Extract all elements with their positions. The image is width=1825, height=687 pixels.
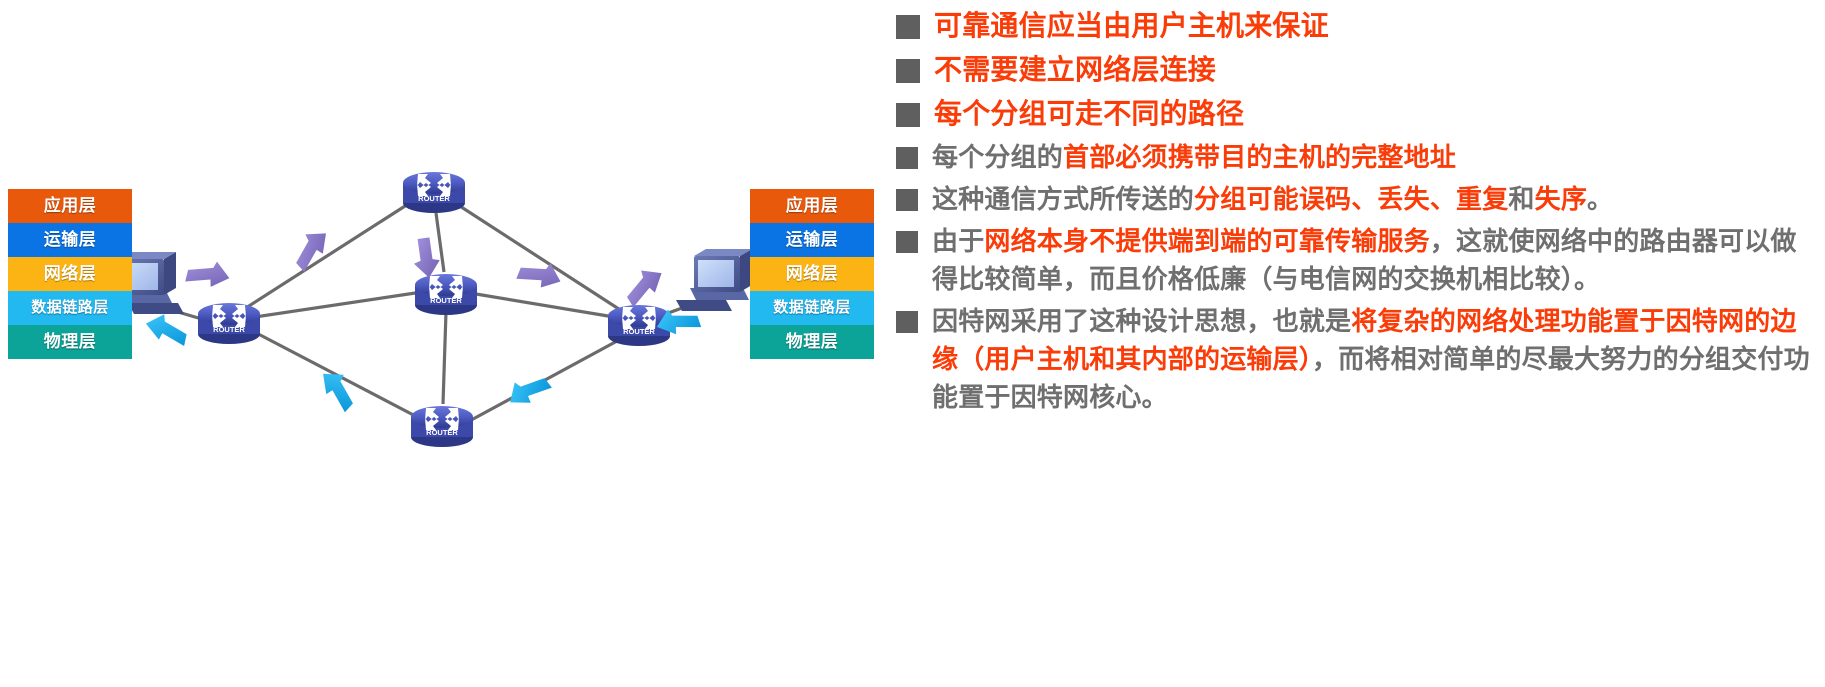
bullet-text: 每个分组可走不同的路径	[934, 94, 1815, 134]
packet-arrow-cyan-right	[656, 309, 702, 335]
bullet-marker-icon	[896, 103, 920, 127]
stack-layer-network: 网络层	[8, 257, 132, 291]
router-bottom: ROUTER	[411, 406, 473, 447]
bullet-marker-icon	[896, 15, 920, 39]
bullet-marker-icon	[896, 189, 918, 211]
bullet-text-highlight: 首部必须携带目的主机的完整地址	[1063, 142, 1457, 172]
host-b-protocol-stack: 应用层 运输层 网络层 数据链路层 物理层	[750, 189, 874, 359]
router-label: ROUTER	[213, 325, 245, 334]
bullet-text-normal: 由于	[932, 226, 985, 256]
bullet-text: 这种通信方式所传送的分组可能误码、丢失、重复和失序。	[932, 180, 1815, 218]
bullet-text-highlight: 失序	[1534, 184, 1588, 214]
bullet-text-normal: 。	[1587, 184, 1614, 214]
bullet-2: 不需要建立网络层连接	[884, 50, 1815, 90]
router-label: ROUTER	[426, 428, 458, 437]
network-links	[177, 197, 697, 427]
bullet-text: 由于网络本身不提供端到端的可靠传输服务，这就使网络中的路由器可以做得比较简单，而…	[932, 222, 1815, 298]
diagram-canvas: ROUTER ROUTER ROUTER ROUTER	[113, 172, 752, 447]
packet-arrow-cyan-bottomleft	[323, 373, 353, 413]
stack-layer-application: 应用层	[8, 189, 132, 223]
packet-arrow-purple-farright	[627, 270, 662, 308]
router-label: ROUTER	[418, 194, 450, 203]
bullet-text: 每个分组的首部必须携带目的主机的完整地址	[932, 138, 1815, 176]
stack-layer-physical: 物理层	[750, 325, 874, 359]
bullet-marker-icon	[896, 59, 920, 83]
bullet-text: 可靠通信应当由用户主机来保证	[934, 6, 1815, 46]
bullet-text-normal: ，这就使网络中的路由器可以做得比较简单，而且价格低廉（与电信网的交换机相比较）。	[932, 226, 1797, 294]
bullet-text-normal: 因特网采用了这种设计思想，也就是	[932, 306, 1352, 336]
stack-layer-transport: 运输层	[8, 223, 132, 257]
router-top: ROUTER	[403, 172, 465, 213]
stack-layer-datalink: 数据链路层	[750, 291, 874, 325]
bullet-text-normal: ，而将相对简单的尽最大努力的分组交付功能置于因特网核心。	[932, 344, 1810, 412]
bullet-text: 不需要建立网络层连接	[934, 50, 1815, 90]
bullet-3: 每个分组可走不同的路径	[884, 94, 1815, 134]
bullet-7: 因特网采用了这种设计思想，也就是将复杂的网络处理功能置于因特网的边缘（用户主机和…	[884, 302, 1815, 416]
bullet-text-highlight: 可靠通信应当由用户主机来保证	[934, 10, 1329, 41]
bullet-text-normal: 每个分组的	[932, 142, 1064, 172]
router-label: ROUTER	[430, 296, 462, 305]
bullet-5: 这种通信方式所传送的分组可能误码、丢失、重复和失序。	[884, 180, 1815, 218]
bullet-text-highlight: 网络本身不提供端到端的可靠传输服务	[984, 226, 1430, 256]
bullet-text-highlight: 每个分组可走不同的路径	[934, 98, 1245, 129]
bullet-text-normal: 这种通信方式所传送的	[932, 184, 1195, 214]
stack-layer-transport: 运输层	[750, 223, 874, 257]
router-left: ROUTER	[198, 303, 260, 344]
bullet-text-normal: 和	[1508, 184, 1535, 214]
bullet-text-highlight: 将复杂的网络处理功能置于因特网的边缘（用户主机和其内部的运输层）	[932, 306, 1797, 374]
router-label: ROUTER	[623, 327, 655, 336]
bullet-1: 可靠通信应当由用户主机来保证	[884, 6, 1815, 46]
bullet-marker-icon	[896, 231, 918, 253]
bullet-text: 因特网采用了这种设计思想，也就是将复杂的网络处理功能置于因特网的边缘（用户主机和…	[932, 302, 1815, 416]
packet-arrow-cyan-bottomright	[510, 378, 552, 403]
router-center: ROUTER	[415, 274, 477, 315]
bullet-text-highlight: 不需要建立网络层连接	[934, 54, 1217, 85]
stack-layer-network: 网络层	[750, 257, 874, 291]
host-right	[676, 249, 752, 311]
bullet-text-highlight: 分组可能误码、丢失、重复	[1194, 184, 1509, 214]
router-right: ROUTER	[608, 305, 670, 346]
bullet-6: 由于网络本身不提供端到端的可靠传输服务，这就使网络中的路由器可以做得比较简单，而…	[884, 222, 1815, 298]
stack-layer-physical: 物理层	[8, 325, 132, 359]
packet-arrow-purple-right	[516, 263, 561, 288]
bullet-4: 每个分组的首部必须携带目的主机的完整地址	[884, 138, 1815, 176]
packet-arrow-purple-center	[413, 237, 440, 278]
packet-arrow-purple-left	[185, 261, 230, 287]
bullet-list: 可靠通信应当由用户主机来保证不需要建立网络层连接每个分组可走不同的路径每个分组的…	[884, 0, 1825, 687]
host-a-protocol-stack: 应用层 运输层 网络层 数据链路层 物理层	[8, 189, 132, 359]
bullet-marker-icon	[896, 311, 918, 333]
bullet-marker-icon	[896, 147, 918, 169]
stack-layer-application: 应用层	[750, 189, 874, 223]
stack-layer-datalink: 数据链路层	[8, 291, 132, 325]
packet-arrow-cyan-left	[145, 314, 187, 347]
network-diagram: ROUTER ROUTER ROUTER ROUTER	[0, 0, 880, 687]
packet-arrow-purple-upleft	[296, 233, 326, 272]
